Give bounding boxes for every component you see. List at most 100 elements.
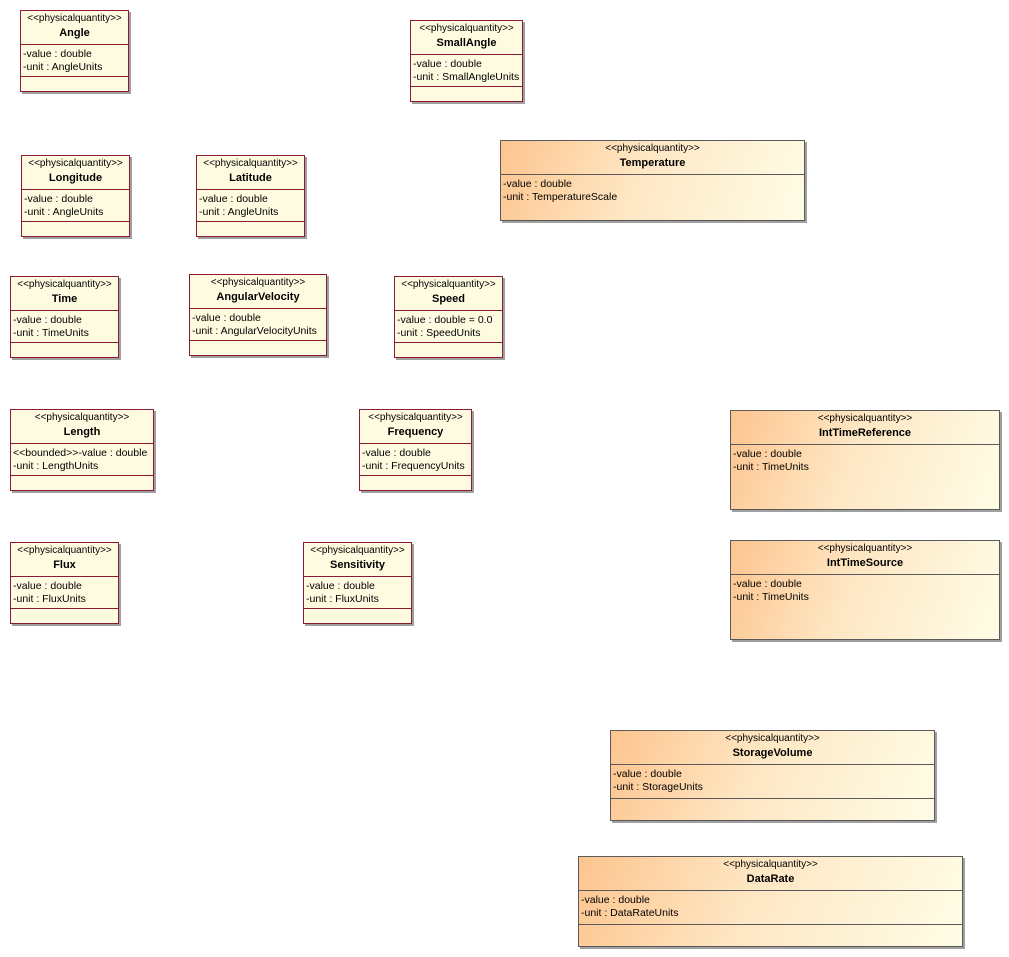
class-header: <<physicalquantity>> IntTimeSource (731, 541, 999, 575)
class-header: <<physicalquantity>> StorageVolume (611, 731, 934, 765)
attribute-compartment: -value : double -unit : AngularVelocityU… (190, 309, 326, 341)
attribute-unit: -unit : TimeUnits (733, 591, 809, 603)
attribute-unit: -unit : AngleUnits (199, 206, 279, 218)
class-header: <<physicalquantity>> Speed (395, 277, 502, 311)
class-length[interactable]: <<physicalquantity>> Length <<bounded>>-… (10, 409, 154, 491)
attribute-unit: -unit : StorageUnits (613, 781, 703, 793)
class-int-time-reference[interactable]: <<physicalquantity>> IntTimeReference -v… (730, 410, 1000, 510)
attribute-value: -value : double (503, 178, 572, 190)
class-header: <<physicalquantity>> Length (11, 410, 153, 444)
attribute-value: -value : double = 0.0 (397, 314, 493, 326)
class-storage-volume[interactable]: <<physicalquantity>> StorageVolume -valu… (610, 730, 935, 821)
class-time[interactable]: <<physicalquantity>> Time -value : doubl… (10, 276, 119, 358)
class-name: Length (63, 426, 101, 438)
class-header: <<physicalquantity>> Longitude (22, 156, 129, 190)
attribute-compartment: -value : double -unit : TemperatureScale (501, 175, 804, 206)
attribute-value: -value : double (13, 314, 82, 326)
class-frequency[interactable]: <<physicalquantity>> Frequency -value : … (359, 409, 472, 491)
stereotype-label: <<physicalquantity>> (817, 413, 913, 424)
class-header: <<physicalquantity>> Latitude (197, 156, 304, 190)
class-header: <<physicalquantity>> DataRate (579, 857, 962, 891)
stereotype-label: <<physicalquantity>> (17, 279, 112, 290)
attribute-value: -value : double (13, 580, 82, 592)
attribute-unit: -unit : SpeedUnits (397, 327, 481, 339)
attribute-unit: -unit : TemperatureScale (503, 191, 618, 203)
class-name: AngularVelocity (216, 291, 300, 303)
attribute-value: -value : double (23, 48, 92, 60)
attribute-value: -value : double (733, 448, 802, 460)
operation-compartment (579, 925, 962, 931)
class-angular-velocity[interactable]: <<physicalquantity>> AngularVelocity -va… (189, 274, 327, 356)
attribute-compartment: <<bounded>>-value : double -unit : Lengt… (11, 444, 153, 476)
attribute-compartment: -value : double -unit : TimeUnits (11, 311, 118, 343)
stereotype-label: <<physicalquantity>> (310, 545, 405, 556)
operation-compartment (11, 343, 118, 349)
attribute-compartment: -value : double -unit : TimeUnits (731, 575, 999, 606)
attribute-value: -value : double (581, 894, 650, 906)
attribute-unit: -unit : AngleUnits (24, 206, 104, 218)
class-data-rate[interactable]: <<physicalquantity>> DataRate -value : d… (578, 856, 963, 947)
class-angle[interactable]: <<physicalquantity>> Angle -value : doub… (20, 10, 129, 92)
attribute-value: -value : double (192, 312, 261, 324)
class-name: Angle (59, 27, 90, 39)
attribute-value: -value : double (199, 193, 268, 205)
operation-compartment (360, 476, 471, 482)
class-name: Flux (53, 559, 76, 571)
class-name: StorageVolume (732, 747, 813, 759)
stereotype-label: <<physicalquantity>> (28, 158, 123, 169)
stereotype-label: <<physicalquantity>> (419, 23, 514, 34)
attribute-value: <<bounded>>-value : double (13, 447, 148, 459)
stereotype-label: <<physicalquantity>> (210, 277, 306, 288)
stereotype-label: <<physicalquantity>> (27, 13, 122, 24)
class-header: <<physicalquantity>> Time (11, 277, 118, 311)
operation-compartment (304, 609, 411, 615)
attribute-compartment: -value : double -unit : AngleUnits (21, 45, 128, 77)
class-flux[interactable]: <<physicalquantity>> Flux -value : doubl… (10, 542, 119, 624)
stereotype-label: <<physicalquantity>> (817, 543, 913, 554)
class-header: <<physicalquantity>> Flux (11, 543, 118, 577)
class-temperature[interactable]: <<physicalquantity>> Temperature -value … (500, 140, 805, 221)
attribute-unit: -unit : LengthUnits (13, 460, 99, 472)
class-header: <<physicalquantity>> SmallAngle (411, 21, 522, 55)
attribute-unit: -unit : SmallAngleUnits (413, 71, 520, 83)
operation-compartment (611, 799, 934, 805)
attribute-unit: -unit : DataRateUnits (581, 907, 679, 919)
class-header: <<physicalquantity>> Temperature (501, 141, 804, 175)
class-int-time-source[interactable]: <<physicalquantity>> IntTimeSource -valu… (730, 540, 1000, 640)
class-name: IntTimeReference (818, 427, 912, 439)
stereotype-label: <<physicalquantity>> (17, 545, 112, 556)
attribute-value: -value : double (362, 447, 431, 459)
stereotype-label: <<physicalquantity>> (34, 412, 130, 423)
operation-compartment (197, 222, 304, 228)
stereotype-label: <<physicalquantity>> (401, 279, 496, 290)
attribute-unit: -unit : AngleUnits (23, 61, 103, 73)
stereotype-label: <<physicalquantity>> (725, 733, 820, 744)
class-longitude[interactable]: <<physicalquantity>> Longitude -value : … (21, 155, 130, 237)
attribute-compartment: -value : double -unit : DataRateUnits (579, 891, 962, 925)
operation-compartment (22, 222, 129, 228)
class-header: <<physicalquantity>> Frequency (360, 410, 471, 444)
attribute-unit: -unit : FluxUnits (306, 593, 379, 605)
attribute-value: -value : double (733, 578, 802, 590)
class-speed[interactable]: <<physicalquantity>> Speed -value : doub… (394, 276, 503, 358)
attribute-compartment: -value : double -unit : FluxUnits (304, 577, 411, 609)
attribute-compartment: -value : double -unit : AngleUnits (197, 190, 304, 222)
class-small-angle[interactable]: <<physicalquantity>> SmallAngle -value :… (410, 20, 523, 102)
operation-compartment (190, 341, 326, 347)
attribute-compartment: -value : double -unit : TimeUnits (731, 445, 999, 476)
class-name: DataRate (746, 873, 795, 885)
attribute-value: -value : double (24, 193, 93, 205)
operation-compartment (11, 609, 118, 615)
class-sensitivity[interactable]: <<physicalquantity>> Sensitivity -value … (303, 542, 412, 624)
class-latitude[interactable]: <<physicalquantity>> Latitude -value : d… (196, 155, 305, 237)
class-name: Speed (431, 293, 465, 305)
stereotype-label: <<physicalquantity>> (605, 143, 700, 154)
attribute-compartment: -value : double -unit : SmallAngleUnits (411, 55, 522, 87)
class-header: <<physicalquantity>> AngularVelocity (190, 275, 326, 309)
attribute-compartment: -value : double = 0.0 -unit : SpeedUnits (395, 311, 502, 343)
attribute-compartment: -value : double -unit : FluxUnits (11, 577, 118, 609)
operation-compartment (21, 77, 128, 83)
attribute-unit: -unit : TimeUnits (733, 461, 809, 473)
class-name: IntTimeSource (826, 557, 904, 569)
attribute-compartment: -value : double -unit : StorageUnits (611, 765, 934, 799)
